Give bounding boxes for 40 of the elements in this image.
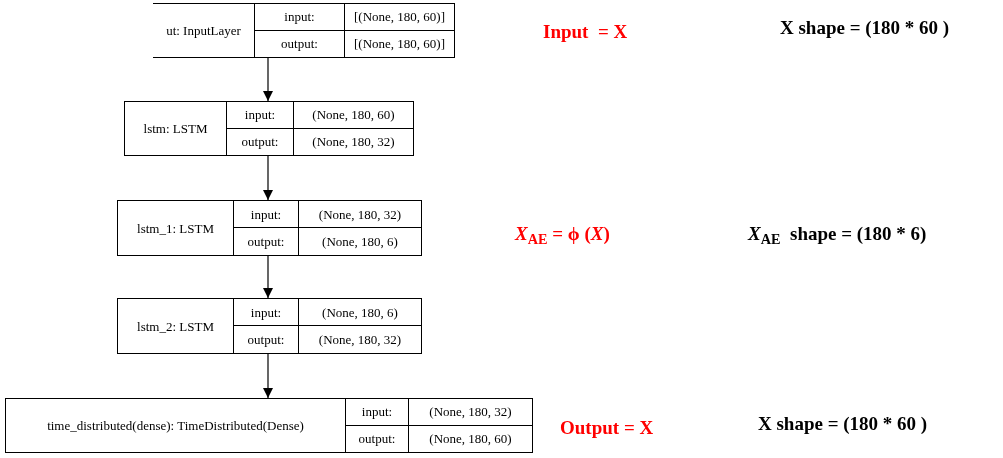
layer-table [117,200,422,256]
layer-name: time_distributed(dense): TimeDistributed(Dense) [47,419,304,432]
arrow [263,155,273,201]
shape-annotation: X shape = (180 * 60 ) [780,16,950,40]
layer-table [153,3,455,58]
port-label: input: [244,108,276,122]
arrow [263,57,273,102]
shape-value: (None, 180, 6) [322,235,398,248]
port-label: output: [247,333,285,346]
shape-value: (None, 180, 32) [429,405,512,419]
shape-value: (None, 180, 32) [318,207,402,221]
formula-annotation: Output = X [560,416,654,440]
port-label: input: [250,207,282,221]
shape-value: [(None, 180, 60)] [354,37,445,51]
port-label: output: [281,37,318,51]
layer-name: ut: InputLayer [166,24,241,37]
shape-annotation: X shape = (180 * 60 ) [758,412,928,436]
shape-value: (None, 180, 32) [312,135,395,149]
shape-value: (None, 180, 6) [322,305,398,319]
port-label: input: [250,305,282,319]
layer-table [117,298,422,354]
port-label: output: [241,135,279,149]
layer-name: lstm: LSTM [143,122,208,135]
layer-table [124,101,414,156]
port-label: input: [284,10,315,24]
formula-annotation: Input = X [543,20,628,44]
port-label: output: [247,235,285,248]
shape-value: (None, 180, 32) [318,333,402,346]
arrow [263,255,273,299]
layer-name: lstm_2: LSTM [137,319,214,333]
shape-value: (None, 180, 60) [312,108,395,122]
port-label: input: [361,405,393,419]
layer-name: lstm_1: LSTM [137,221,214,235]
arrow [263,353,273,399]
port-label: output: [358,432,396,446]
shape-value: (None, 180, 60) [429,432,512,446]
formula-annotation: X$_{AE}$ = ϕ (X) [515,222,610,246]
shape-value: [(None, 180, 60)] [354,10,445,24]
shape-annotation: X$_{AE}$ shape = (180 * 6) [748,222,927,246]
layer-table [5,398,533,453]
